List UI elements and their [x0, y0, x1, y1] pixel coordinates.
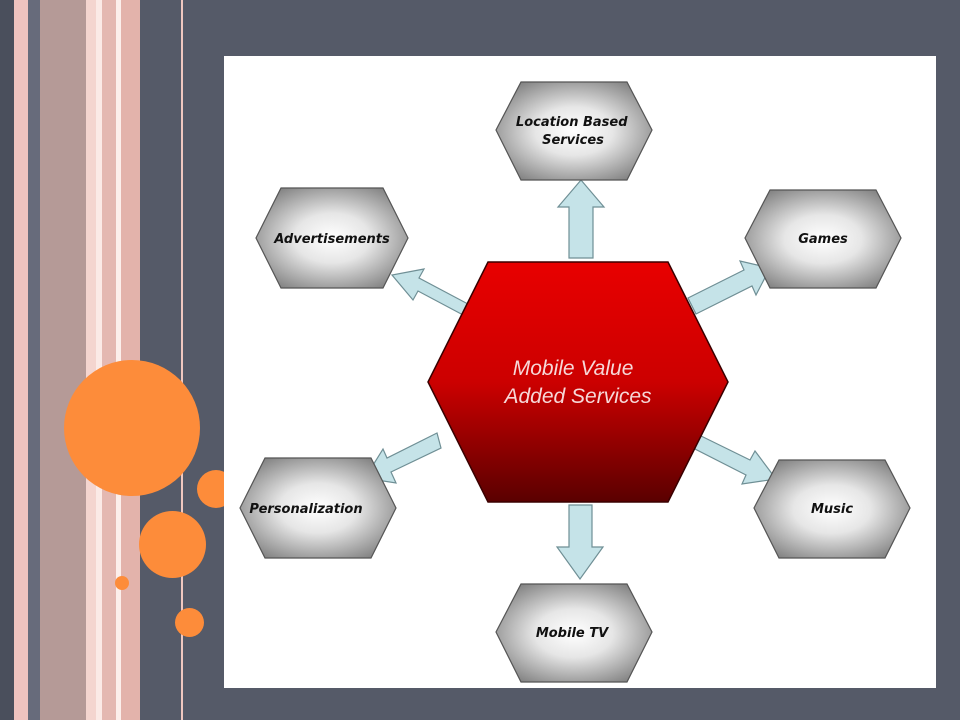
left-stripe-white [96, 0, 102, 720]
center-hexagon [427, 261, 729, 503]
left-stripe-line [181, 0, 183, 720]
center-label-line-1: Mobile Value [513, 357, 634, 380]
hex-personalization[interactable] [239, 457, 397, 559]
hex-location-label-line-2: Services [542, 133, 604, 148]
hex-location[interactable] [495, 81, 653, 181]
deco-circle-small [175, 608, 204, 637]
deco-circle-large [64, 360, 200, 496]
deco-circle-medium [139, 511, 206, 578]
arrow-games [687, 260, 771, 315]
arrow-down-mobile-tv [555, 504, 605, 581]
arrow-music [694, 433, 778, 485]
hex-location-label-line-1: Location Based [516, 115, 628, 130]
hex-games[interactable] [744, 189, 902, 289]
hex-mobile-tv-label: Mobile TV [536, 626, 609, 641]
hex-games-label: Games [798, 232, 848, 247]
arrow-advertisements [390, 268, 469, 317]
hex-advertisements[interactable] [255, 187, 409, 289]
hex-personalization-label: Personalization [249, 502, 362, 517]
left-stripe-slate [28, 0, 40, 720]
diagram-panel: Mobile Value Added Services Location Bas… [224, 56, 936, 688]
hex-advertisements-label: Advertisements [273, 232, 390, 247]
deco-circle-tiny [115, 576, 129, 590]
hex-music-label: Music [811, 502, 853, 517]
left-stripe-thin-white [116, 0, 121, 720]
center-label: Mobile Value Added Services [502, 357, 652, 408]
left-stripe-rose [102, 0, 116, 720]
left-stripe-mauve [40, 0, 86, 720]
center-label-line-2: Added Services [502, 385, 652, 408]
hex-music[interactable] [753, 459, 911, 559]
hex-mobile-tv[interactable] [495, 583, 653, 683]
hex-location-label: Location Based Services [516, 115, 632, 148]
left-stripe-light [86, 0, 96, 720]
diagram-canvas: Mobile Value Added Services Location Bas… [239, 81, 911, 683]
arrow-up-location [556, 179, 606, 259]
left-stripe-pink [14, 0, 28, 720]
left-stripe-dark [0, 0, 14, 720]
